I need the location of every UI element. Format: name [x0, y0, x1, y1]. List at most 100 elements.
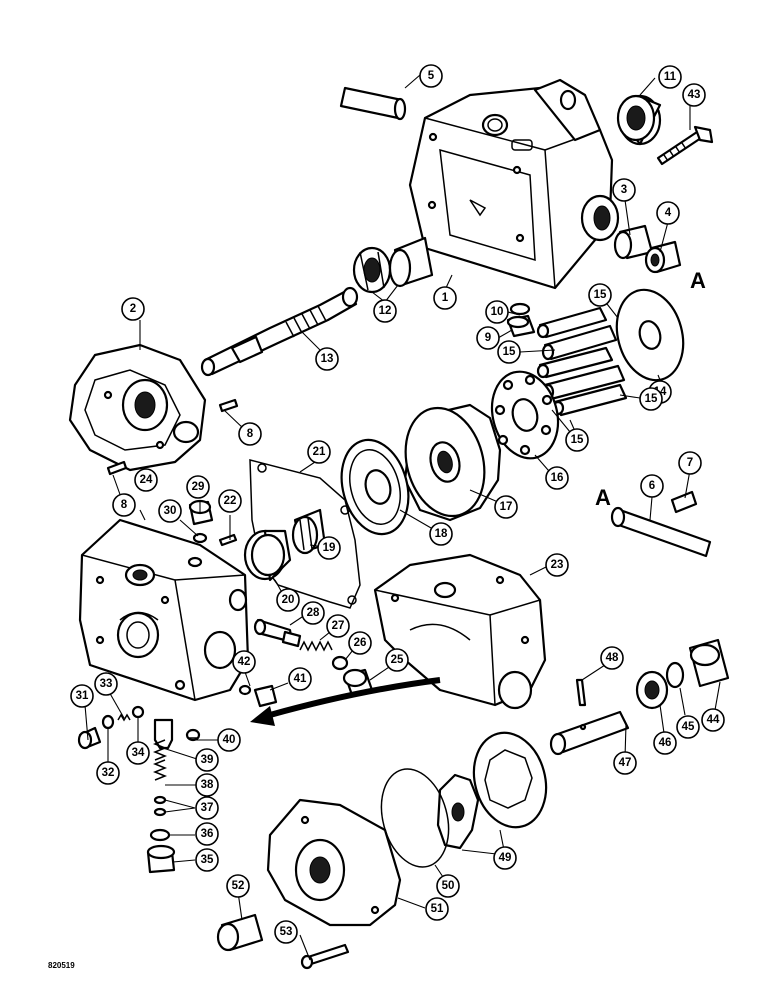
- callout-28: 28: [301, 601, 325, 625]
- svg-text:41: 41: [294, 673, 307, 685]
- svg-text:3: 3: [621, 184, 627, 196]
- callout-8b: 8: [112, 493, 136, 517]
- callout-51: 51: [425, 897, 449, 921]
- callout-33: 33: [94, 672, 118, 696]
- callout-52: 52: [226, 874, 250, 898]
- svg-text:15: 15: [645, 393, 658, 405]
- part-23-block: [373, 553, 547, 710]
- callout-25: 25: [385, 648, 409, 672]
- svg-text:49: 49: [499, 852, 512, 864]
- svg-text:17: 17: [500, 501, 513, 513]
- callout-41: 41: [288, 667, 312, 691]
- callout-13: 13: [315, 347, 339, 371]
- part-46-bearing: [635, 670, 669, 710]
- callout-48: 48: [600, 646, 624, 670]
- part-41-plug: [253, 684, 278, 708]
- part-4-bearing: [644, 240, 682, 274]
- svg-text:2: 2: [130, 303, 136, 315]
- part-29-plug: [188, 499, 214, 526]
- svg-text:33: 33: [100, 678, 113, 690]
- callout-26: 26: [348, 631, 372, 655]
- svg-text:16: 16: [551, 472, 564, 484]
- part-34-ball: [131, 705, 145, 719]
- callout-34: 34: [126, 741, 150, 765]
- svg-text:45: 45: [682, 721, 695, 733]
- reference-letter-a-top: A: [690, 268, 706, 293]
- callout-27: 27: [326, 614, 350, 638]
- part-1-housing: [408, 78, 620, 290]
- svg-text:15: 15: [594, 289, 607, 301]
- callout-38: 38: [195, 773, 219, 797]
- part-47-shaft: [549, 710, 630, 756]
- svg-text:10: 10: [491, 306, 504, 318]
- svg-text:47: 47: [619, 757, 632, 769]
- callout-39: 39: [195, 748, 219, 772]
- callout-35: 35: [195, 848, 219, 872]
- callout-32: 32: [96, 761, 120, 785]
- svg-text:18: 18: [435, 528, 448, 540]
- callout-45: 45: [676, 715, 700, 739]
- svg-text:9: 9: [485, 332, 491, 344]
- callout-19: 19: [317, 536, 341, 560]
- svg-text:53: 53: [280, 926, 293, 938]
- part-39-valve-body: [153, 718, 174, 750]
- part-45-ring: [665, 661, 685, 689]
- svg-text:37: 37: [201, 802, 214, 814]
- svg-text:38: 38: [201, 779, 214, 791]
- part-28-spool: [253, 618, 302, 648]
- part-7-key: [670, 490, 698, 514]
- callout-30: 30: [158, 499, 182, 523]
- callout-6: 6: [640, 474, 664, 498]
- part-43-bolt: [656, 125, 714, 166]
- callout-16: 16: [545, 466, 569, 490]
- svg-text:30: 30: [164, 505, 177, 517]
- svg-text:15: 15: [571, 434, 584, 446]
- reference-letter-a-bottom: A: [595, 485, 611, 510]
- part-18-valve-plate: [340, 438, 410, 536]
- part-30-oring: [192, 532, 208, 544]
- callout-15d: 15: [565, 428, 589, 452]
- part-5-pin: [339, 86, 407, 121]
- part-27-spring: [299, 640, 333, 652]
- part-51-rear-cover: [266, 798, 402, 927]
- svg-text:1: 1: [442, 292, 449, 304]
- direction-arrow: [250, 677, 441, 726]
- callout-46: 46: [653, 731, 677, 755]
- svg-text:36: 36: [201, 828, 214, 840]
- svg-text:46: 46: [659, 737, 672, 749]
- callout-42: 42: [232, 650, 256, 674]
- callouts: 1 2 3 4 5 6 7 8 8 9 10 11 12 13 14 15 15…: [70, 64, 725, 944]
- part-35-plug: [146, 844, 176, 874]
- part-42-oring: [238, 684, 252, 696]
- part-17-cylinder-block: [403, 403, 502, 522]
- part-11-seal: [616, 94, 662, 146]
- callout-31: 31: [70, 684, 94, 708]
- part-25-plug: [342, 668, 374, 697]
- callout-7: 7: [678, 451, 702, 475]
- part-50-oring: [380, 768, 450, 868]
- callout-23: 23: [545, 553, 569, 577]
- part-10-oring: [509, 302, 531, 316]
- svg-text:40: 40: [223, 734, 236, 746]
- part-31-plug: [77, 726, 102, 750]
- svg-text:24: 24: [140, 474, 153, 486]
- callout-24: 24: [134, 468, 158, 492]
- svg-text:29: 29: [192, 481, 205, 493]
- part-12-bearing-set: [352, 236, 434, 294]
- callout-5: 5: [419, 64, 443, 88]
- part-44-bearing: [688, 638, 730, 688]
- svg-text:19: 19: [323, 542, 336, 554]
- svg-text:50: 50: [442, 880, 455, 892]
- callout-20: 20: [276, 588, 300, 612]
- callout-15a: 15: [588, 283, 612, 307]
- svg-text:39: 39: [201, 754, 214, 766]
- svg-text:43: 43: [688, 89, 701, 101]
- callout-1: 1: [433, 286, 457, 310]
- svg-text:13: 13: [321, 353, 334, 365]
- svg-text:8: 8: [121, 499, 128, 511]
- svg-text:7: 7: [687, 457, 693, 469]
- callout-21: 21: [307, 440, 331, 464]
- callout-44: 44: [701, 708, 725, 732]
- part-52-bearing: [216, 913, 264, 952]
